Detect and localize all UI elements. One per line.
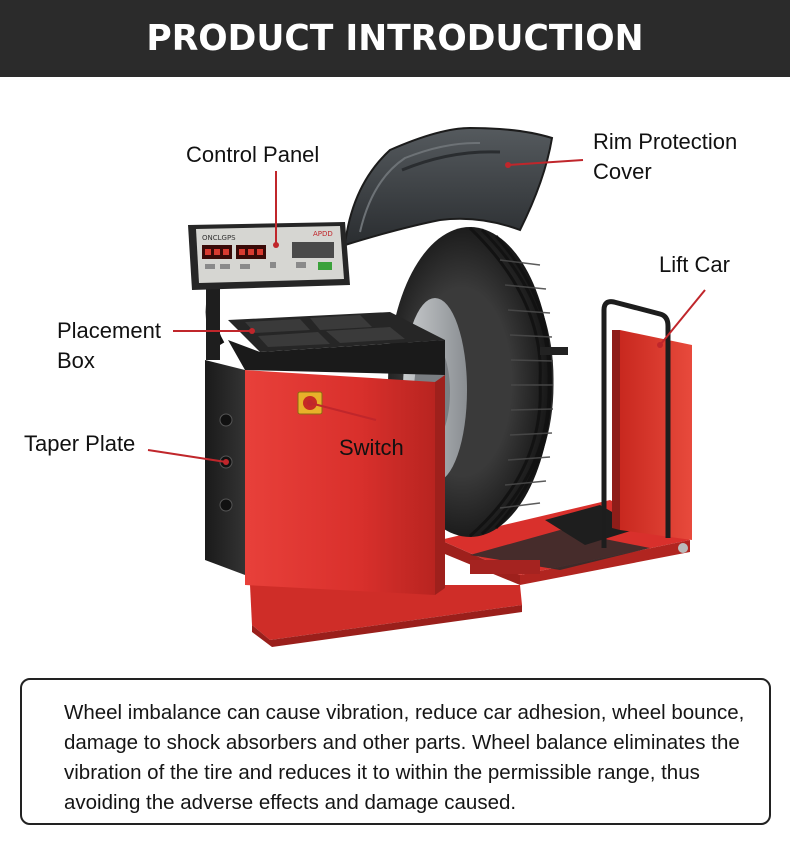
label-lift-car: Lift Car <box>659 252 730 277</box>
label-placement-line1: Placement <box>57 318 161 343</box>
description-box: Wheel imbalance can cause vibration, red… <box>20 678 771 825</box>
lift-car <box>440 299 692 585</box>
label-switch: Switch <box>339 435 404 460</box>
panel-brand-text: ONCLGPS <box>202 234 236 242</box>
header-banner: PRODUCT INTRODUCTION <box>0 0 790 77</box>
panel-model-text: APDD <box>313 230 333 238</box>
label-taper-plate: Taper Plate <box>24 431 136 456</box>
machine-cabinet <box>205 312 445 595</box>
wheel-balancer-illustration: ONCLGPS APDD <box>147 126 706 647</box>
label-control-panel: Control Panel <box>186 142 320 167</box>
page-title: PRODUCT INTRODUCTION <box>146 18 644 59</box>
description-text: Wheel imbalance can cause vibration, red… <box>64 701 745 814</box>
label-rim-protection-line2: Cover <box>593 159 652 184</box>
pointer-lines <box>147 159 706 463</box>
label-placement-line2: Box <box>57 348 95 373</box>
base-plate <box>250 585 522 647</box>
control-panel: ONCLGPS APDD <box>188 222 350 360</box>
rim-protection-cover <box>343 126 554 247</box>
label-rim-protection-line1: Rim Protection <box>593 129 738 154</box>
